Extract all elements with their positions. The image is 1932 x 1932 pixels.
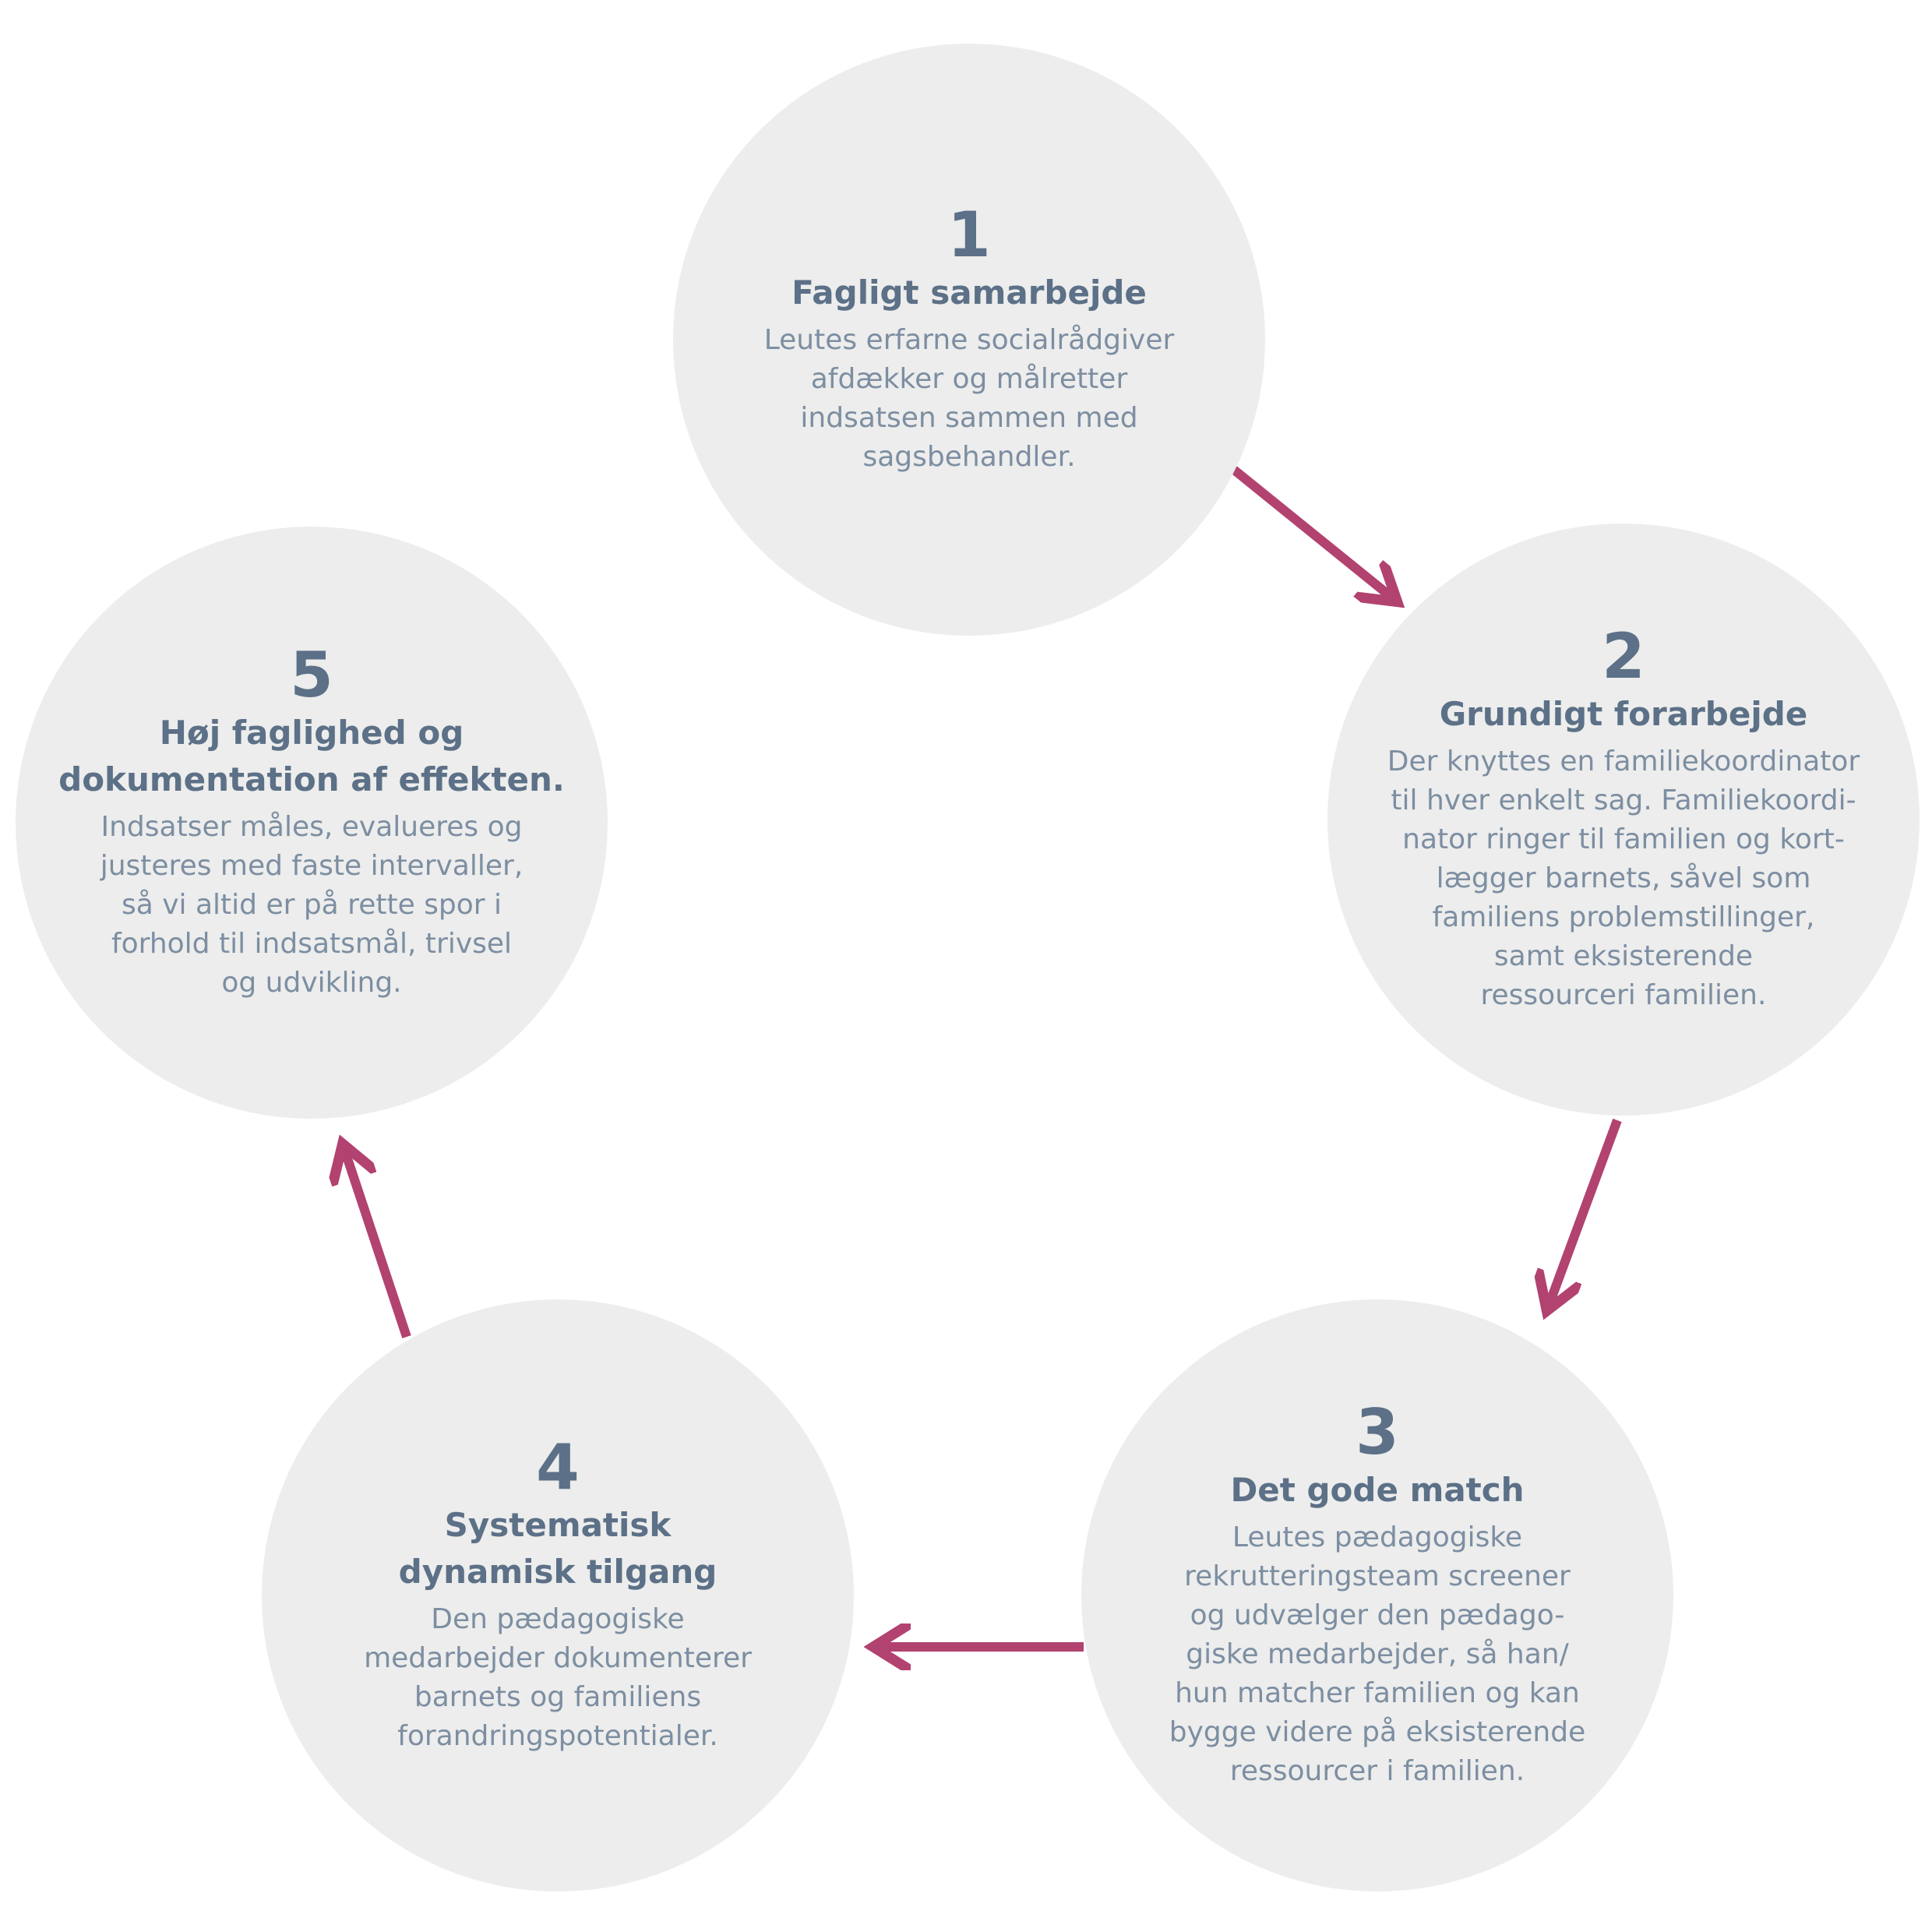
step-1-number: 1 bbox=[947, 199, 991, 271]
step-1-title: Fagligt samarbejde bbox=[791, 273, 1147, 312]
step-5-text: Indsatser måles, evalueres og justeres m… bbox=[100, 811, 524, 999]
step-4-circle: 4 Systematisk dynamisk tilgang Den pædag… bbox=[262, 1299, 854, 1891]
arrow-4-to-5 bbox=[344, 1149, 411, 1338]
step-4-number: 4 bbox=[536, 1431, 580, 1504]
step-2-circle: 2 Grundigt forarbejde Der knyttes en fam… bbox=[1327, 524, 1920, 1116]
arrow-2-to-3 bbox=[1549, 1118, 1622, 1306]
step-3-text: Leutes pædagogiske rekrutteringsteam scr… bbox=[1169, 1521, 1586, 1787]
step-1-text: Leutes erfarne socialrådgiver afdækker o… bbox=[763, 324, 1175, 473]
arrow-1-to-2 bbox=[1231, 466, 1393, 598]
step-4-text: Den pædagogiske medarbejder dokumenterer… bbox=[364, 1603, 752, 1752]
step-4-title: Systematisk dynamisk tilgang bbox=[398, 1506, 717, 1591]
step-5-number: 5 bbox=[290, 639, 333, 711]
step-2-title: Grundigt forarbejde bbox=[1439, 695, 1808, 733]
step-2-number: 2 bbox=[1602, 620, 1645, 693]
step-3-title: Det gode match bbox=[1230, 1471, 1525, 1509]
step-5-title: Høj faglighed og dokumentation af effekt… bbox=[58, 714, 565, 799]
step-3-number: 3 bbox=[1356, 1396, 1399, 1468]
step-2-text: Der knyttes en familiekoordinator til hv… bbox=[1387, 746, 1860, 1011]
step-3-circle: 3 Det gode match Leutes pædagogiske rekr… bbox=[1081, 1299, 1673, 1891]
step-5-circle: 5 Høj faglighed og dokumentation af effe… bbox=[16, 527, 608, 1119]
step-1-circle: 1 Fagligt samarbejde Leutes erfarne soci… bbox=[673, 44, 1265, 636]
